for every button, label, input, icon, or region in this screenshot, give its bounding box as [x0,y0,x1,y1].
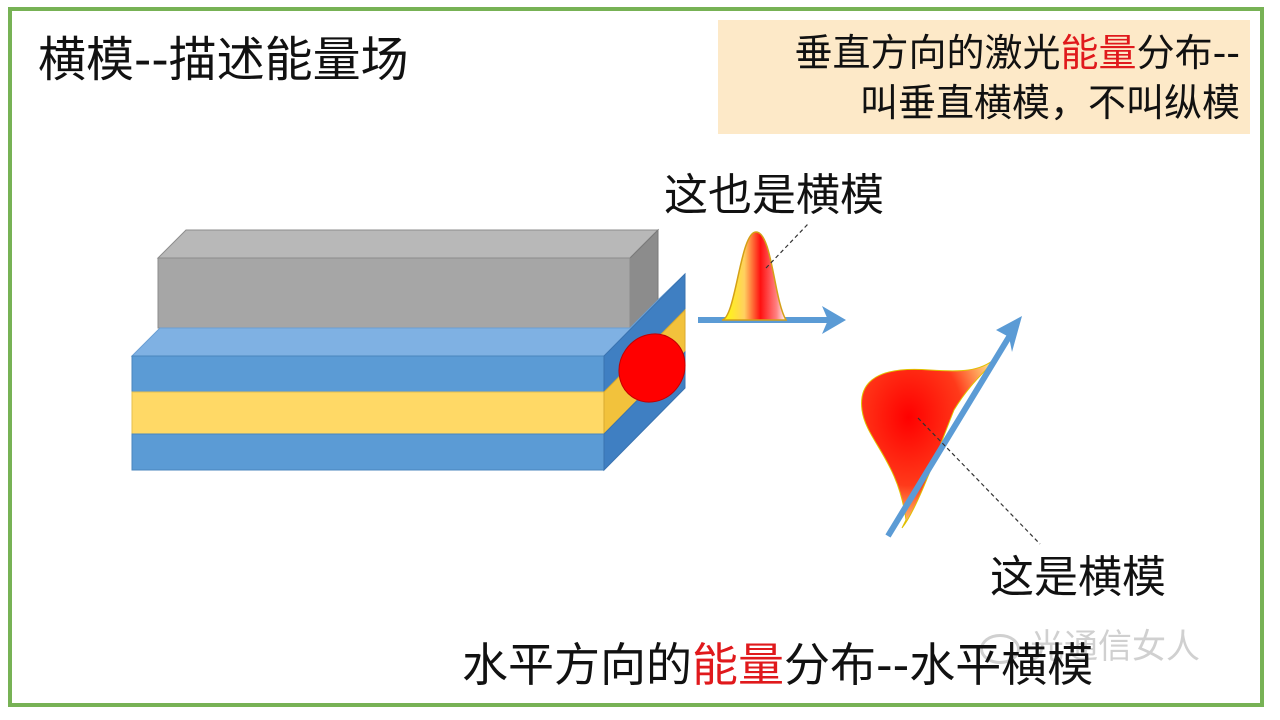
callout-line-1-after: 分布-- [1136,31,1240,75]
callout-line-1: 垂直方向的激光能量分布-- [718,28,1240,78]
vertical-mode-callout: 垂直方向的激光能量分布-- 叫垂直横模，不叫纵模 [718,20,1250,134]
slide-title: 横模--描述能量场 [38,32,409,88]
horizontal-mode-profile [861,316,1041,545]
slide-border [8,7,1264,707]
laser-chip [130,228,686,472]
label-also-transverse-mode: 这也是横模 [664,170,884,221]
small-profile-pointer [765,223,809,269]
gray-block-top [156,229,660,259]
gray-block-front [157,257,631,329]
horizontal-mode-caption: 水平方向的能量分布--水平横模 [462,642,1093,688]
mode-spot [618,333,686,403]
horizontal-axis-arrowhead [822,306,846,334]
bottom-highlight: 能量 [692,638,784,692]
vertical-mode-profile [698,223,846,334]
label-transverse-mode: 这是横模 [990,552,1166,603]
watermark: 光通信女人 [980,630,1200,664]
diagonal-axis-arrow-line [885,330,1015,538]
callout-line-2: 叫垂直横模，不叫纵模 [859,81,1240,125]
blue-upper-layer-front [131,355,605,393]
large-profile-pointer [917,417,1041,545]
bottom-before: 水平方向的 [462,638,692,692]
wechat-logo-icon [980,633,1020,664]
callout-line-1-before: 垂直方向的激光 [794,31,1061,75]
bottom-after: 分布--水平横模 [784,638,1094,692]
large-gaussian-profile [861,357,997,529]
small-gaussian-profile [721,231,788,321]
blue-lower-layer-front [131,433,605,471]
yellow-active-layer-front [131,391,605,435]
diagonal-axis-arrowhead [996,316,1022,352]
callout-line-1-highlight: 能量 [1060,31,1137,75]
watermark-text: 光通信女人 [1030,627,1200,667]
